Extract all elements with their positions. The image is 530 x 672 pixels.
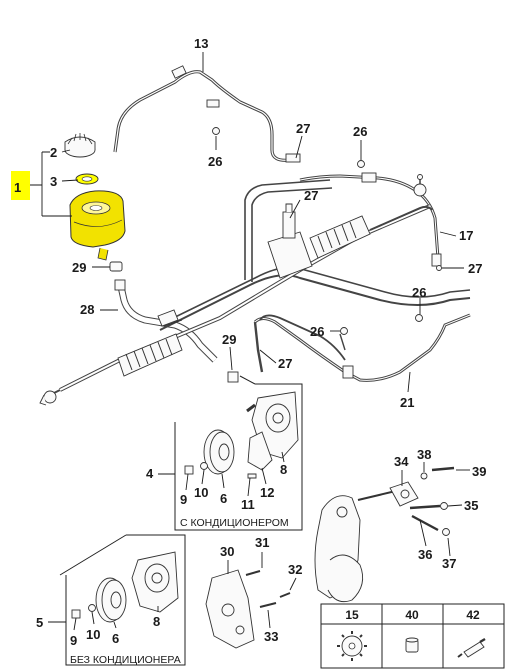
callout-17: 17 [459, 228, 473, 243]
bolt-39 [431, 466, 455, 472]
tensioner-group [314, 466, 455, 603]
callout-27a: 27 [296, 121, 310, 136]
pump-with-ac [174, 375, 303, 531]
with-ac-frame [174, 383, 303, 531]
gear-15-icon [337, 631, 367, 661]
valve-housing [267, 231, 313, 279]
callout-2: 2 [50, 145, 57, 160]
callout-33: 33 [264, 629, 278, 644]
callout-27d: 27 [278, 356, 292, 371]
callout-6b: 6 [112, 631, 119, 646]
callout-1: 1 [14, 180, 21, 195]
pump-without-ac [59, 534, 186, 666]
steering-rack [39, 174, 433, 406]
nut-37 [442, 528, 450, 536]
callout-26d: 26 [310, 324, 324, 339]
clamp-29 [109, 261, 123, 272]
callout-26c: 26 [412, 285, 426, 300]
bolt-26-a [212, 127, 220, 135]
callout-31: 31 [255, 535, 269, 550]
reservoir-assembly [11, 133, 126, 272]
bolt-35 [409, 504, 441, 510]
right-boot [309, 215, 371, 259]
callout-34: 34 [394, 454, 409, 469]
callout-29a: 29 [72, 260, 86, 275]
callout-21: 21 [400, 395, 414, 410]
bracket-12 [247, 431, 273, 471]
callout-26b: 26 [353, 124, 367, 139]
bolt-26-d [340, 327, 348, 335]
sensor-42-icon [457, 637, 486, 658]
callout-1-highlight [11, 171, 30, 200]
clamp-29-lower [227, 371, 239, 383]
callout-9a: 9 [180, 492, 187, 507]
washer-38 [420, 472, 428, 480]
callout-labels: 1 2 3 13 27 26 26 27 17 27 29 28 26 26 2… [14, 36, 486, 648]
callout-39: 39 [472, 464, 486, 479]
callout-27c: 27 [468, 261, 482, 276]
callout-10a: 10 [194, 485, 208, 500]
hose-lines [113, 65, 471, 382]
callout-35: 35 [464, 498, 478, 513]
callout-4: 4 [146, 466, 154, 481]
reservoir-body [69, 190, 126, 248]
callout-29b: 29 [222, 332, 236, 347]
callout-13: 13 [194, 36, 208, 51]
bolt-26-b [357, 160, 365, 168]
callout-36: 36 [418, 547, 432, 562]
without-ac-frame [65, 534, 186, 666]
bushing-40-icon [405, 637, 419, 653]
callout-28: 28 [80, 302, 94, 317]
leader-lines [30, 52, 470, 631]
bolt-26-c [415, 314, 423, 322]
callout-5: 5 [36, 615, 43, 630]
callout-32: 32 [288, 562, 302, 577]
bolt-36 [411, 514, 439, 532]
caption-without-ac: БЕЗ КОНДИЦИОНЕРА [70, 654, 181, 666]
table-header-42: 42 [466, 608, 480, 622]
callout-26a: 26 [208, 154, 222, 169]
callout-8b: 8 [153, 614, 160, 629]
table-header-40: 40 [405, 608, 419, 622]
left-tie-rod-end [43, 390, 57, 404]
callout-27b: 27 [304, 188, 318, 203]
caption-with-ac: С КОНДИЦИОНЕРОМ [180, 517, 289, 529]
table-header-15: 15 [345, 608, 359, 622]
callout-8a: 8 [280, 462, 287, 477]
callout-12: 12 [260, 485, 274, 500]
callout-37: 37 [442, 556, 456, 571]
callout-11: 11 [241, 497, 255, 512]
clip-27 [436, 265, 442, 271]
left-boot [117, 333, 183, 377]
callout-38: 38 [417, 447, 431, 462]
bolts-26 [212, 127, 442, 335]
callout-10b: 10 [86, 627, 100, 642]
callout-30: 30 [220, 544, 234, 559]
parts-table: 15 40 42 [320, 603, 505, 669]
right-tie-rod-end [413, 183, 427, 197]
bracket-30 [205, 569, 291, 649]
return-hose-13 [113, 70, 291, 162]
callout-9b: 9 [70, 633, 77, 648]
callout-6a: 6 [220, 491, 227, 506]
callout-3: 3 [50, 174, 57, 189]
